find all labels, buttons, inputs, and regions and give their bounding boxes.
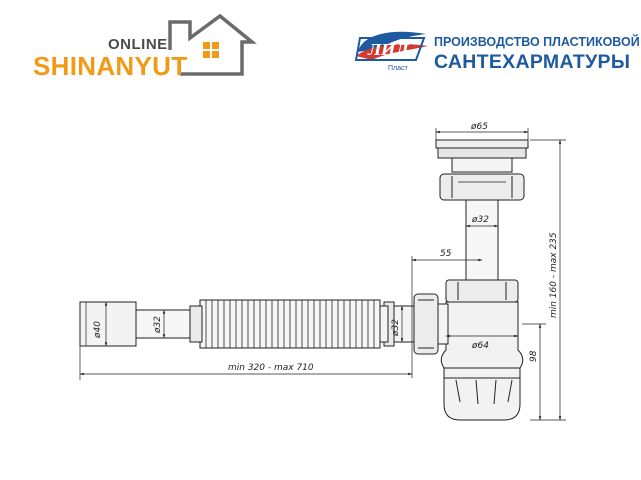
dim-offset-55: 55	[440, 249, 452, 259]
shop-online-label: ONLINE	[108, 36, 168, 53]
dimension-labels: ø65 ø32 55 min 160 - max 235 ø40 ø32 ø32…	[93, 122, 559, 373]
dim-d32-top: ø32	[471, 215, 489, 225]
dim-h98: 98	[529, 350, 539, 362]
shop-name: SHINANYUT	[33, 51, 188, 81]
dim-length-range: min 320 - max 710	[228, 363, 314, 373]
svg-text:ЛИЛ: ЛИЛ	[367, 41, 409, 59]
dim-height-range: min 160 - max 235	[549, 232, 559, 318]
header: ONLINE SHINANYUT ЛИЛ Пласт ПРОИЗВОДСТВО …	[0, 0, 641, 100]
dim-d32-pipe: ø32	[153, 316, 163, 334]
siphon-body	[79, 139, 529, 421]
dim-d40: ø40	[93, 321, 103, 339]
shop-logo[interactable]	[20, 12, 260, 84]
maker-logo-text: Пласт	[388, 65, 409, 72]
maker-logo-icon[interactable]: ЛИЛ Пласт	[352, 26, 432, 76]
dim-d65: ø65	[470, 122, 488, 132]
siphon-drawing: ø65 ø32 55 min 160 - max 235 ø40 ø32 ø32…	[79, 122, 566, 421]
maker-title: САНТЕХАРМАТУРЫ	[434, 51, 631, 73]
dim-d64: ø64	[471, 341, 489, 351]
maker-tagline: ПРОИЗВОДСТВО ПЛАСТИКОВОЙ	[434, 35, 640, 49]
dimension-lines	[79, 128, 566, 421]
dim-d32-outlet: ø32	[391, 319, 401, 337]
house-icon	[168, 13, 257, 76]
